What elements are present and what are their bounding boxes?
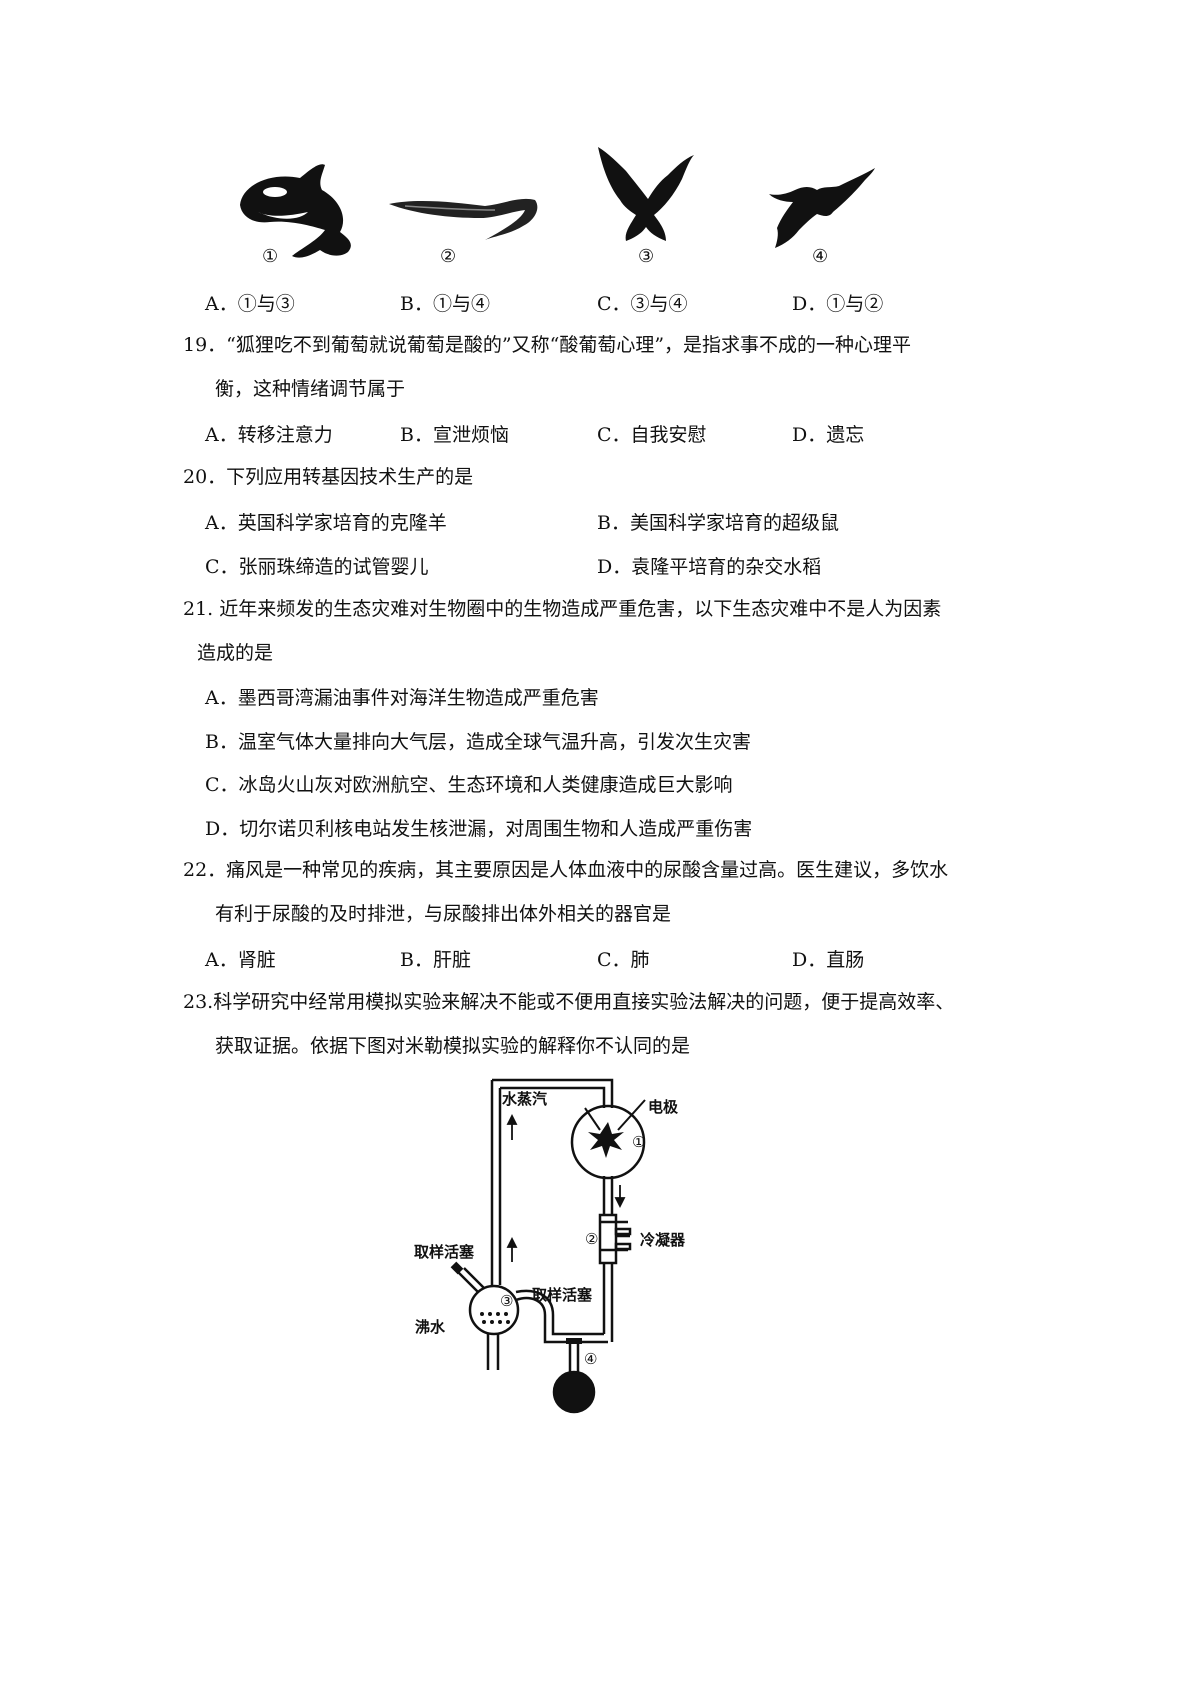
label-sampling-valve-left: 取样活塞 [414,1243,475,1261]
q21-option-d: D．切尔诺贝利核电站发生核泄漏，对周围生物和人造成严重伤害 [205,818,753,840]
animal-number-4: ④ [812,246,828,267]
q21-stem-line2: 造成的是 [197,642,274,664]
q22-option-a: A．肾脏 [205,949,276,971]
label-condenser: 冷凝器 [640,1231,686,1249]
animal-number-1: ① [262,246,278,267]
label-n4: ④ [584,1350,597,1368]
q23-stem-line1: 23.科学研究中经常用模拟实验来解决不能或不便用直接实验法解决的问题，便于提高效… [183,991,955,1013]
q19-stem-line1: 19．“狐狸吃不到葡萄就说葡萄是酸的”又称“酸葡萄心理”，是指求事不成的一种心理… [183,334,912,356]
q19-option-b: B．宣泄烦恼 [400,424,509,446]
eel-icon [389,198,538,240]
label-sampling-valve-right: 取样活塞 [532,1286,593,1304]
q19-option-d: D．遗忘 [792,424,865,446]
q21-option-a: A．墨西哥湾漏油事件对海洋生物造成严重危害 [205,687,599,709]
q20-option-a: A．英国科学家培育的克隆羊 [205,512,447,534]
label-boiling-water: 沸水 [415,1318,446,1336]
q22-option-c: C．肺 [597,949,650,971]
q18-option-b: B．①与④ [400,293,490,315]
animal-numbers: ① ② ③ ④ [262,246,828,267]
label-n2: ② [585,1230,598,1248]
label-n3: ③ [500,1292,513,1310]
q22-option-d: D．直肠 [792,949,865,971]
orca-icon [240,164,351,258]
label-electrode: 电极 [648,1098,679,1116]
q22-option-b: B．肝脏 [400,949,471,971]
q20-option-b: B．美国科学家培育的超级鼠 [597,512,839,534]
animal-number-3: ③ [638,246,654,267]
label-n1: ① [632,1133,645,1151]
q22-stem-line2: 有利于尿酸的及时排泄，与尿酸排出体外相关的器官是 [215,903,672,925]
q19-stem-line2: 衡，这种情绪调节属于 [215,378,406,400]
q21-stem-line1: 21. 近年来频发的生态灾难对生物圈中的生物造成严重危害，以下生态灾难中不是人为… [183,598,942,620]
animal-number-2: ② [440,246,456,267]
q21-option-b: B．温室气体大量排向大气层，造成全球气温升高，引发次生灾害 [205,731,751,753]
q20-option-c: C．张丽珠缔造的试管婴儿 [205,556,429,578]
q19-option-a: A．转移注意力 [205,424,333,446]
q21-option-c: C．冰岛火山灰对欧洲航空、生态环境和人类健康造成巨大影响 [205,774,733,796]
q20-stem-line1: 20．下列应用转基因技术生产的是 [183,466,474,488]
q18-option-a: A．①与③ [205,293,295,315]
q18-option-d: D．①与② [792,293,884,315]
q22-stem-line1: 22．痛风是一种常见的疾病，其主要原因是人体血液中的尿酸含量过高。医生建议，多饮… [183,859,949,881]
eagle-icon [769,168,875,248]
label-steam: 水蒸汽 [502,1090,547,1108]
q20-option-d: D．袁隆平培育的杂交水稻 [597,556,822,578]
bat-icon [598,147,694,241]
q18-option-c: C．③与④ [597,293,688,315]
q23-stem-line2: 获取证据。依据下图对米勒模拟实验的解释你不认同的是 [215,1035,691,1057]
q19-option-c: C．自我安慰 [597,424,707,446]
